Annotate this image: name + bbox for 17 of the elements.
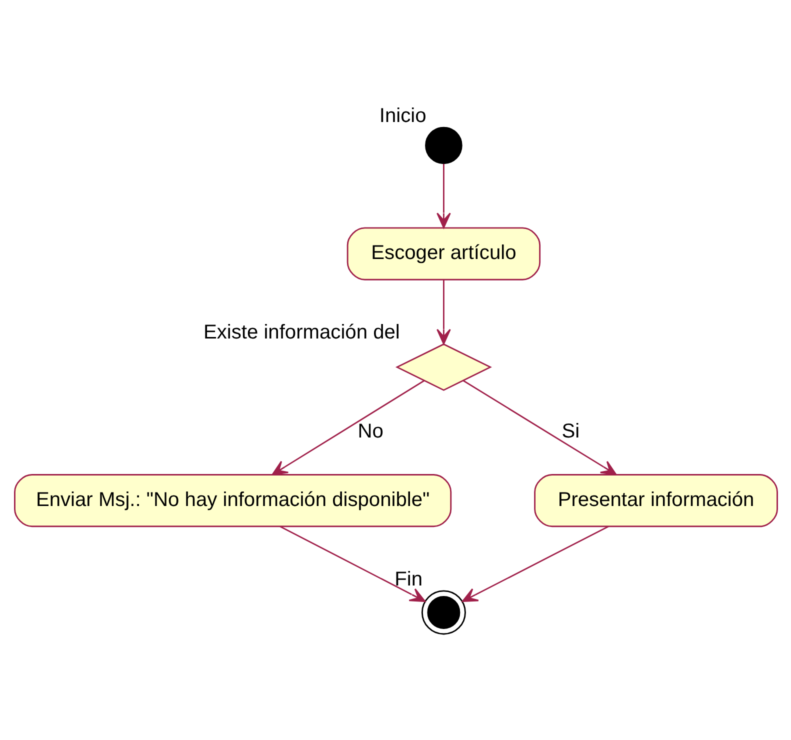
node-box: Escoger artículo (346, 227, 540, 280)
node-label: Inicio (378, 105, 426, 128)
node-label: Existe información del (202, 322, 400, 344)
node-circle (424, 126, 462, 164)
edge-label: No (357, 420, 383, 443)
arrow (462, 380, 616, 476)
arrow (436, 164, 450, 228)
node-label: Fin (394, 568, 422, 590)
node-box: Enviar Msj.: "No hay información disponible" (14, 474, 452, 528)
arrow (436, 280, 450, 345)
arrow (271, 380, 424, 476)
edge-label: Si (561, 420, 580, 443)
node-diamond (394, 343, 492, 391)
arrow (279, 526, 426, 602)
node-bullseye (420, 590, 466, 635)
arrow (461, 526, 608, 602)
node-box: Presentar información (534, 474, 778, 528)
